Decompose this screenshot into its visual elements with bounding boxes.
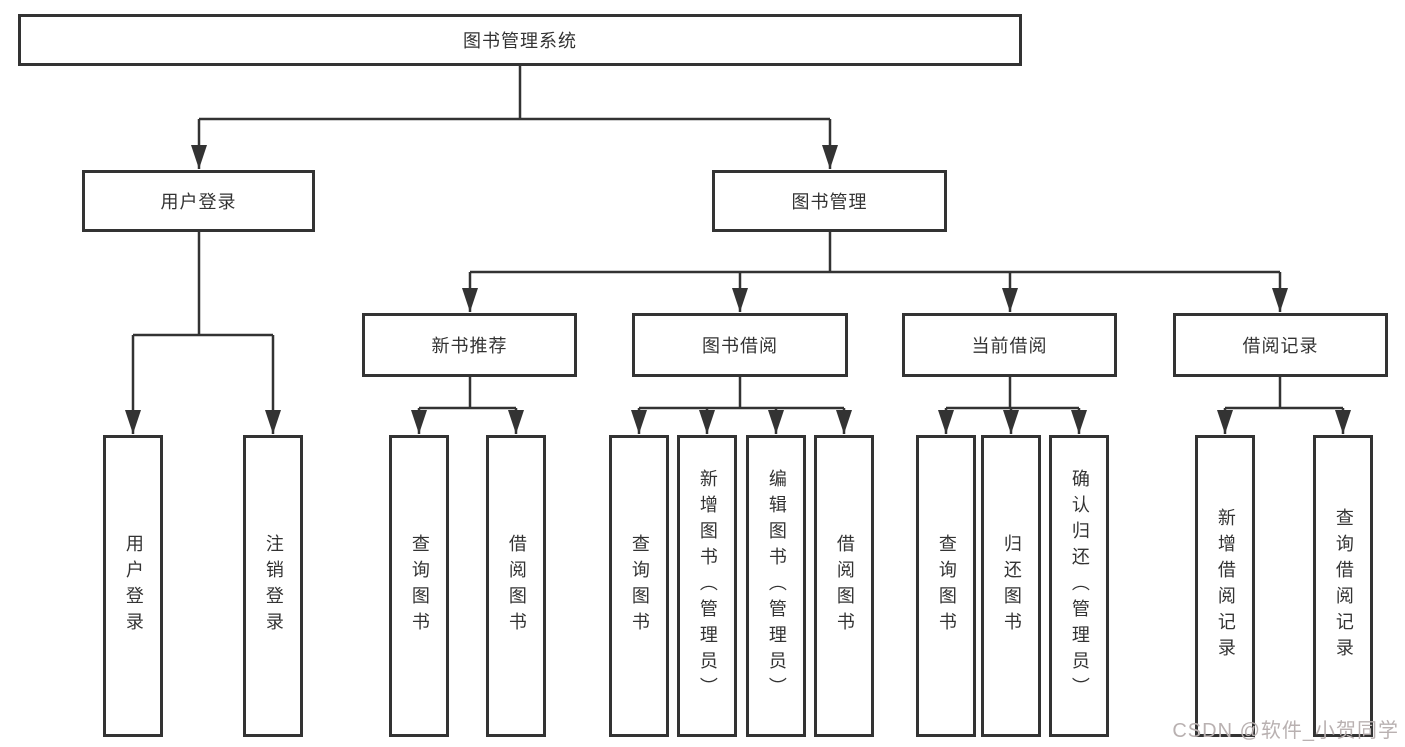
node-new-book-recommend: 新书推荐 <box>362 313 577 377</box>
leaf-confirm-return-admin: 确认归还（管理员） <box>1049 435 1109 737</box>
node-label: 用户登录 <box>160 192 237 212</box>
leaf-borrow-books-recommend: 借阅图书 <box>486 435 546 737</box>
node-label: 图书管理系统 <box>463 31 577 51</box>
leaf-label: 新增图书（管理员） <box>697 469 718 703</box>
node-label: 借阅记录 <box>1242 336 1319 356</box>
node-book-borrowing: 图书借阅 <box>632 313 848 377</box>
leaf-query-books-current: 查询图书 <box>916 435 976 737</box>
leaf-label: 编辑图书（管理员） <box>766 469 787 703</box>
leaf-label: 确认归还（管理员） <box>1069 469 1090 703</box>
leaf-add-books-admin: 新增图书（管理员） <box>677 435 737 737</box>
leaf-add-borrow-record: 新增借阅记录 <box>1195 435 1255 737</box>
node-label: 新书推荐 <box>431 336 508 356</box>
leaf-label: 查询借阅记录 <box>1333 508 1354 664</box>
leaf-label: 查询图书 <box>629 534 650 638</box>
watermark: CSDN @软件_小贺同学 <box>1172 720 1399 742</box>
node-label: 图书管理 <box>791 192 868 212</box>
leaf-logout-login: 注销登录 <box>243 435 303 737</box>
node-user-login: 用户登录 <box>82 170 315 232</box>
leaf-return-books: 归还图书 <box>981 435 1041 737</box>
leaf-label: 查询图书 <box>409 534 430 638</box>
leaf-borrow-books: 借阅图书 <box>814 435 874 737</box>
leaf-label: 归还图书 <box>1001 534 1022 638</box>
leaf-label: 新增借阅记录 <box>1215 508 1236 664</box>
node-book-management: 图书管理 <box>712 170 947 232</box>
node-current-borrowing: 当前借阅 <box>902 313 1117 377</box>
leaf-query-borrow-record: 查询借阅记录 <box>1313 435 1373 737</box>
node-borrowing-records: 借阅记录 <box>1173 313 1388 377</box>
leaf-label: 借阅图书 <box>506 534 527 638</box>
leaf-query-books-recommend: 查询图书 <box>389 435 449 737</box>
leaf-label: 用户登录 <box>123 534 144 638</box>
leaf-label: 查询图书 <box>936 534 957 638</box>
node-label: 图书借阅 <box>702 336 778 356</box>
leaf-label: 注销登录 <box>263 534 284 638</box>
leaf-query-books-borrow: 查询图书 <box>609 435 669 737</box>
leaf-user-login: 用户登录 <box>103 435 163 737</box>
node-library-system: 图书管理系统 <box>18 14 1022 66</box>
node-label: 当前借阅 <box>971 336 1048 356</box>
leaf-label: 借阅图书 <box>834 534 855 638</box>
leaf-edit-books-admin: 编辑图书（管理员） <box>746 435 806 737</box>
